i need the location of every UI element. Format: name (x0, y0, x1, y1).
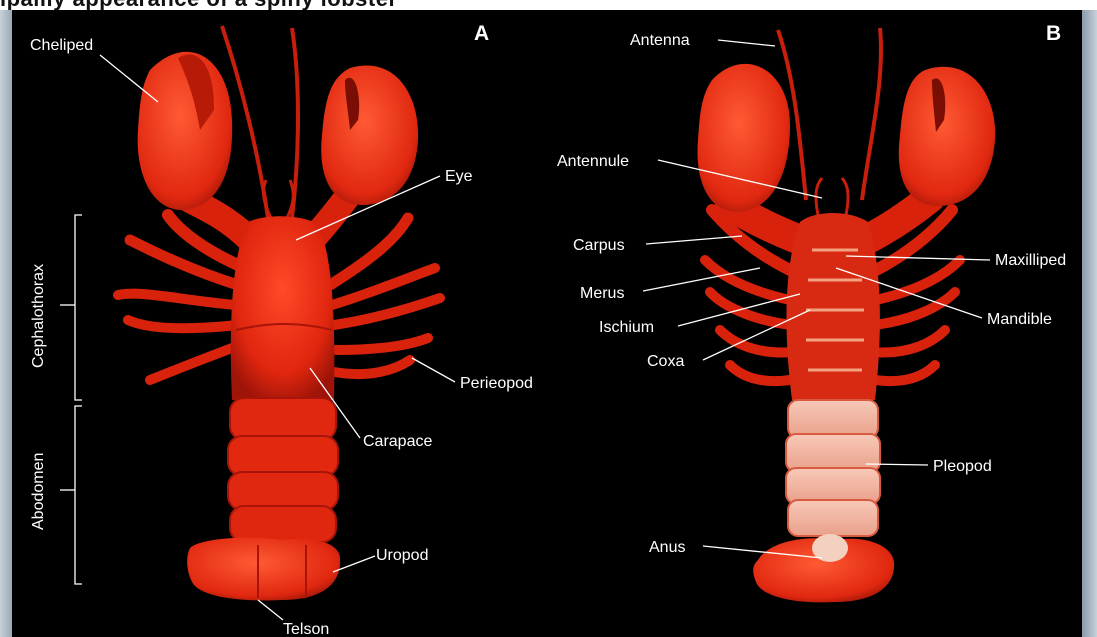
section-brackets (60, 215, 82, 584)
label-cephalothorax: Cephalothorax (30, 264, 47, 368)
label-mandible: Mandible (987, 311, 1052, 328)
lobster-a-dorsal (118, 26, 440, 600)
label-telson: Telson (283, 621, 329, 637)
label-ischium: Ischium (599, 319, 654, 336)
label-pleopod: Pleopod (933, 458, 992, 475)
label-abdomen: Abodomen (30, 453, 47, 530)
label-uropod: Uropod (376, 547, 428, 564)
label-carapace: Carapace (363, 433, 432, 450)
label-maxilliped: Maxilliped (995, 252, 1066, 269)
label-merus: Merus (580, 285, 624, 302)
label-cheliped: Cheliped (30, 37, 93, 54)
label-antenna: Antenna (630, 32, 690, 49)
label-carpus: Carpus (573, 237, 625, 254)
lobster-b-ventral (697, 28, 995, 602)
label-perieopod: Perieopod (460, 375, 533, 392)
label-eye: Eye (445, 168, 473, 185)
label-coxa: Coxa (647, 353, 684, 370)
label-anus: Anus (649, 539, 685, 556)
panel-label-a: A (474, 22, 489, 45)
panel-label-b: B (1046, 22, 1061, 45)
label-antennule: Antennule (557, 153, 629, 170)
